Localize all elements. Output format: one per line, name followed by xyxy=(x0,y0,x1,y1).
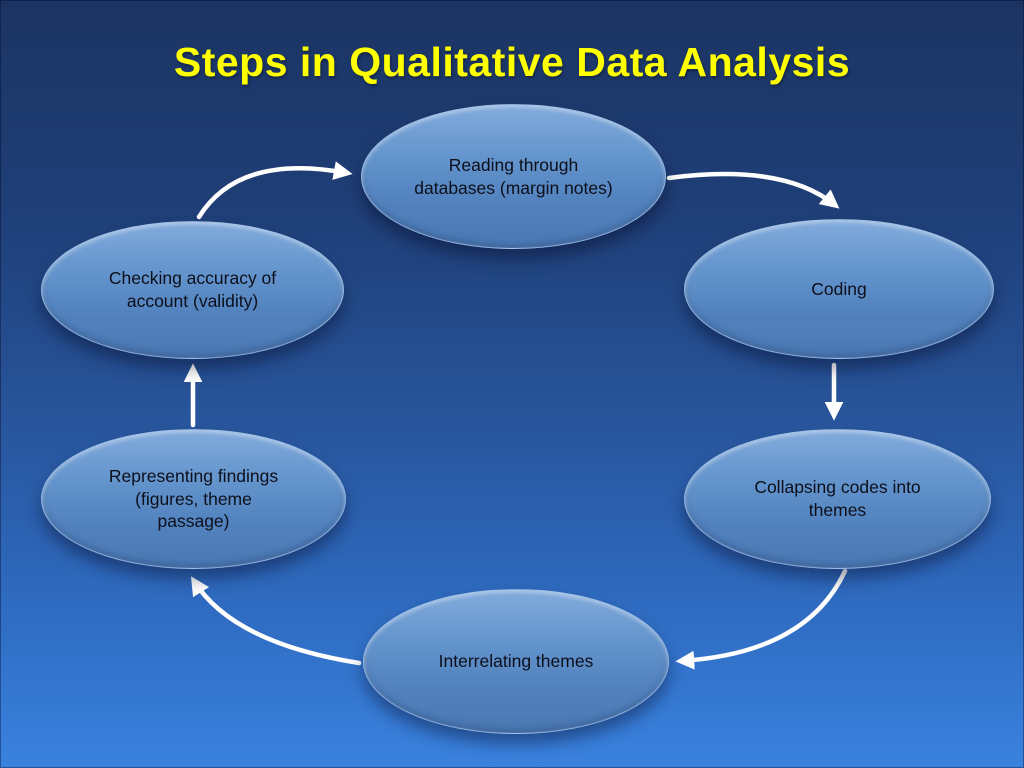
node-checking-accuracy: Checking accuracy of account (validity) xyxy=(41,221,344,359)
node-representing-findings: Representing findings (figures, theme pa… xyxy=(41,429,346,569)
node-interrelating-themes: Interrelating themes xyxy=(363,589,669,734)
arrow-collapsing-to-interrelating xyxy=(675,568,848,670)
node-collapsing-codes: Collapsing codes into themes xyxy=(684,429,991,569)
node-label: Representing findings (figures, theme pa… xyxy=(108,465,279,532)
node-coding: Coding xyxy=(684,219,994,359)
slide-title: Steps in Qualitative Data Analysis xyxy=(173,39,851,85)
arrow-checking-to-reading xyxy=(196,161,353,220)
node-label: Collapsing codes into themes xyxy=(754,477,921,520)
arrow-reading-to-coding xyxy=(666,171,840,209)
node-label: Reading through databases (margin notes) xyxy=(414,154,613,198)
node-label: Coding xyxy=(811,278,867,299)
node-reading-through-databases: Reading through databases (margin notes) xyxy=(361,104,666,249)
arrow-interrelating-to-representing xyxy=(190,576,362,666)
node-label: Checking accuracy of account (validity) xyxy=(108,268,277,311)
node-label: Interrelating themes xyxy=(438,651,594,672)
